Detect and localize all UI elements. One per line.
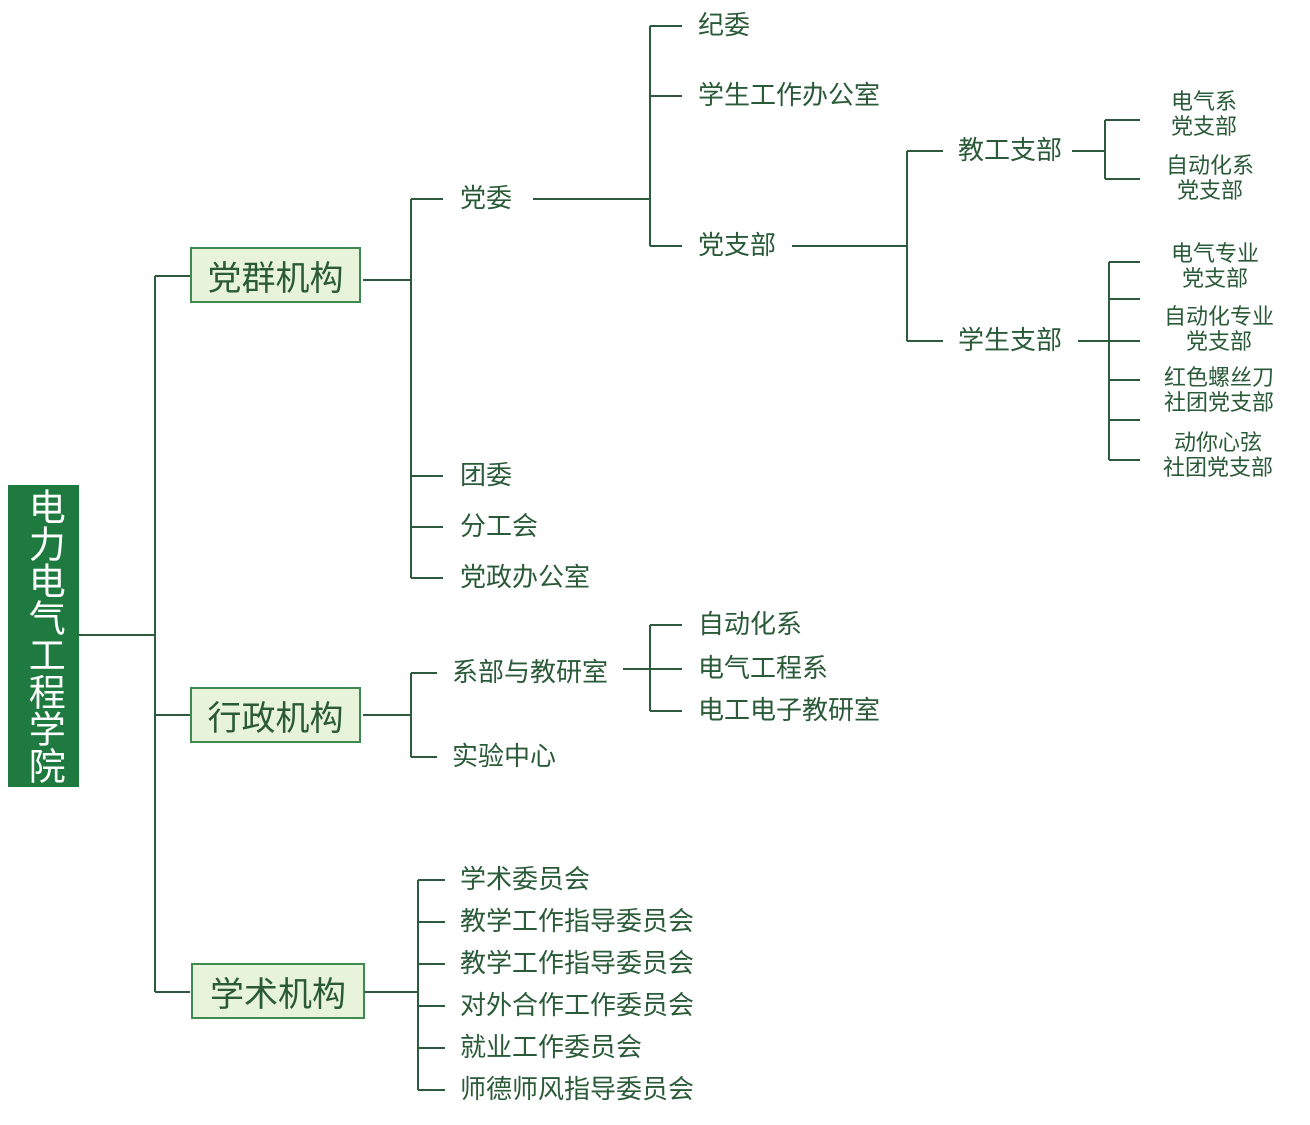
party-branch-node: 党支部 [698,231,777,261]
electrical-major-branch-node: 电气专业 党支部 [1170,242,1260,292]
automation-major-branch-node: 自动化专业 党支部 [1163,305,1275,355]
electronics-lab-node: 电工电子教研室 [698,696,881,726]
admin-node: 行政机构 [190,687,361,743]
employment-committee-node: 就业工作委员会 [460,1033,643,1063]
automation-dept-branch-node: 自动化系 党支部 [1165,154,1255,204]
party-office-node: 党政办公室 [460,563,591,593]
heartstrings-club-branch-node: 动你心弦 社团党支部 [1162,431,1274,481]
electrical-dept-branch-node: 电气系 党支部 [1170,90,1238,140]
student-affairs-office-node: 学生工作办公室 [698,81,881,111]
party-committee-node: 党委 [460,184,513,214]
trade-union-node: 分工会 [460,512,539,542]
staff-branch-node: 教工支部 [958,136,1063,166]
departments-node: 系部与教研室 [452,658,609,688]
root-node: 电力电气工程学院 [8,485,79,787]
electrical-engineering-dept-node: 电气工程系 [698,654,829,684]
root-label: 电力电气工程学院 [22,488,66,784]
discipline-committee-node: 纪委 [698,11,751,41]
party-node: 党群机构 [190,247,361,303]
ethics-committee-node: 师德师风指导委员会 [460,1075,695,1105]
red-screwdriver-club-branch-node: 红色螺丝刀 社团党支部 [1163,366,1275,416]
youth-league-node: 团委 [460,461,513,491]
lab-center-node: 实验中心 [452,742,557,772]
academic-node: 学术机构 [191,963,365,1019]
academic-committee-node: 学术委员会 [460,865,591,895]
teaching-committee-node: 教学工作指导委员会 [460,907,695,937]
teaching-committee-node-2: 教学工作指导委员会 [460,949,695,979]
student-branch-node: 学生支部 [958,326,1063,356]
external-cooperation-committee-node: 对外合作工作委员会 [460,991,695,1021]
automation-dept-node: 自动化系 [698,610,803,640]
